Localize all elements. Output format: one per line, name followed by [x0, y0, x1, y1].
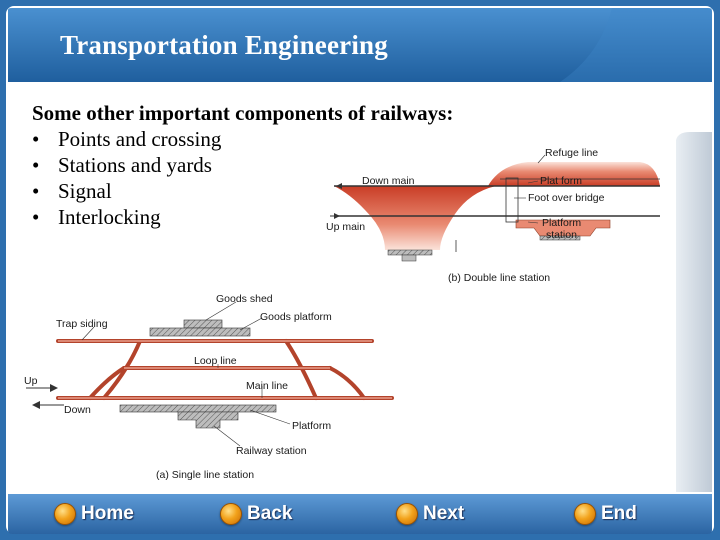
label-platform: Platform [542, 217, 581, 229]
label-down: Down [64, 404, 91, 416]
down-main-platform-shape [334, 186, 496, 250]
label-refuge-line: Refuge line [545, 147, 598, 159]
end-label: End [601, 503, 637, 524]
bullet-text: Points and crossing [58, 127, 222, 151]
home-label: Home [81, 503, 134, 524]
bullet-list: • Points and crossing • Stations and yards… [32, 126, 453, 230]
content-heading: Some other important components of railw… [32, 101, 454, 125]
label-down-main: Down main [362, 175, 415, 187]
bullet-dot: • [32, 179, 40, 203]
label-up: Up [24, 375, 38, 387]
label-station: station [546, 229, 577, 241]
label-platform-single: Platform [292, 420, 331, 432]
refuge-platform-shape [488, 162, 660, 186]
home-orb-icon [54, 503, 76, 525]
caption-double-line: (b) Double line station [448, 272, 550, 284]
bullet-item: • Points and crossing [32, 126, 453, 152]
label-trap-siding: Trap siding [56, 318, 108, 330]
station-building-block [177, 411, 239, 429]
label-plat-form: Plat form [540, 175, 582, 187]
label-goods-shed: Goods shed [216, 293, 273, 305]
up-platform-block [515, 219, 611, 237]
bullet-dot: • [32, 127, 40, 151]
bullet-dot: • [32, 205, 40, 229]
goods-platform-block [149, 327, 251, 337]
single-line-station-figure: Goods shed Trap siding Goods platform Lo… [24, 293, 394, 481]
bullet-text: Signal [58, 179, 112, 203]
home-button[interactable]: Home [54, 500, 134, 528]
bullet-text: Stations and yards [58, 153, 212, 177]
label-foot-over-bridge: Foot over bridge [528, 192, 605, 204]
double-line-station-figure: Refuge line Down main Plat form Foot ove… [322, 132, 676, 292]
back-button[interactable]: Back [220, 500, 292, 528]
caption-single-line: (a) Single line station [156, 469, 254, 481]
back-orb-icon [220, 503, 242, 525]
bullet-item: • Signal [32, 178, 453, 204]
slide-content: Some other important components of railw… [32, 100, 453, 230]
next-orb-icon [396, 503, 418, 525]
label-goods-platform: Goods platform [260, 311, 332, 323]
bullet-dot: • [32, 153, 40, 177]
slide-title: Transportation Engineering [60, 30, 388, 60]
goods-shed-block [183, 319, 223, 329]
next-label: Next [423, 503, 465, 524]
back-label: Back [247, 503, 293, 524]
end-orb-icon [574, 503, 596, 525]
next-button[interactable]: Next [396, 500, 464, 528]
end-button[interactable]: End [574, 500, 637, 528]
label-up-main: Up main [326, 221, 365, 233]
bullet-text: Interlocking [58, 205, 161, 229]
label-main-line: Main line [246, 380, 288, 392]
label-railway-station: Railway station [236, 445, 307, 457]
label-loop-line: Loop line [194, 355, 237, 367]
bullet-item: • Interlocking [32, 204, 453, 230]
bullet-item: • Stations and yards [32, 152, 453, 178]
